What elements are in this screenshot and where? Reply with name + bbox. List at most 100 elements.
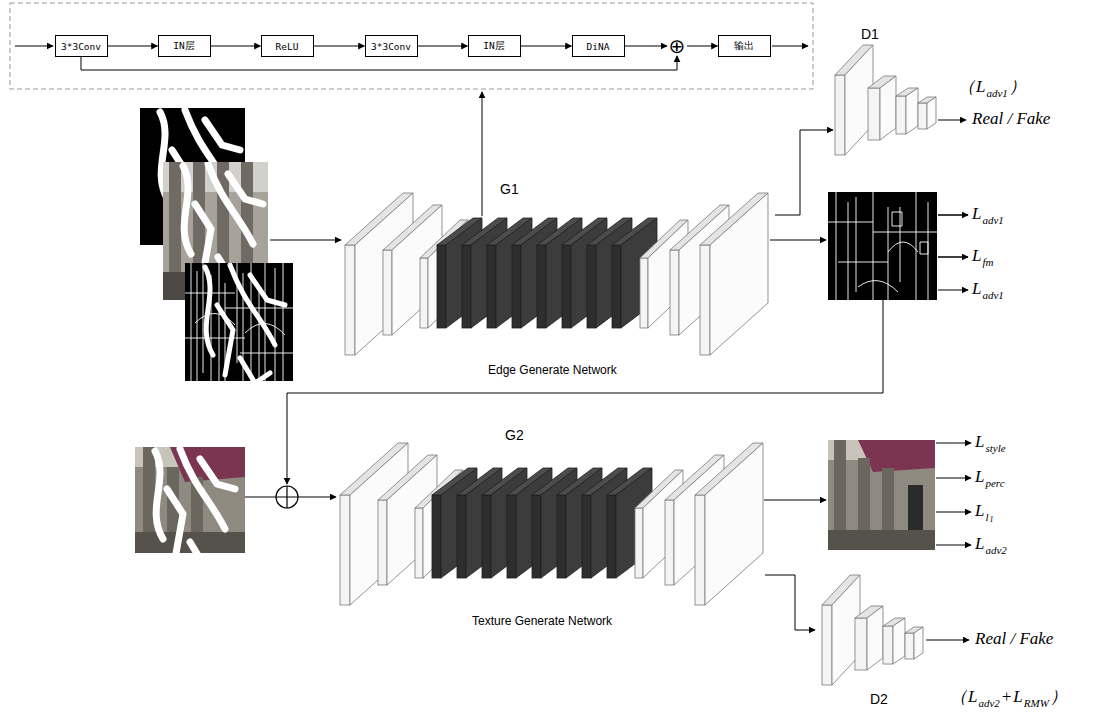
- edge-map-image: [205, 265, 285, 381]
- generator-layers: [487, 245, 496, 328]
- discriminator-layers: [868, 88, 880, 140]
- generator-layers: [345, 193, 768, 355]
- layer-box: 3*3Conv: [55, 35, 108, 57]
- connector: [211, 46, 261, 47]
- loss-subscript: adv1: [986, 87, 1007, 99]
- loss-subscript: adv2: [978, 697, 999, 709]
- network-caption: Texture Generate Network: [472, 615, 612, 628]
- image-line: [245, 497, 276, 498]
- discriminator-layers: [835, 75, 845, 155]
- connector: [775, 130, 833, 215]
- discriminator-layers: [822, 575, 923, 685]
- loss-subscript: 1: [990, 516, 994, 525]
- network-name: G1: [500, 182, 519, 197]
- loss-subscript: l: [985, 511, 988, 523]
- loss-symbol: L: [972, 247, 981, 266]
- sum-symbol: [276, 486, 298, 508]
- loss-subscript: fm: [982, 256, 993, 268]
- layer-box: DiNA: [572, 35, 625, 57]
- generator-layers: [340, 443, 763, 605]
- loss-arrow: [936, 545, 971, 546]
- loss-symbol: L: [972, 280, 981, 299]
- loss-symbol: L: [1013, 688, 1022, 707]
- result-label: Real / Fake: [972, 110, 1050, 129]
- loss-subscript: adv1: [982, 214, 1003, 226]
- loss-symbol: L: [972, 205, 981, 224]
- paren: （: [950, 688, 967, 707]
- discriminator-network: D2: [815, 565, 945, 710]
- output-arrow: [772, 46, 808, 47]
- loss-arrow: [938, 215, 968, 290]
- loss-subscript: perc: [985, 477, 1004, 489]
- result-arrow: [926, 640, 969, 641]
- connector: [687, 46, 718, 47]
- layer-label: ReLU: [276, 41, 299, 52]
- loss-arrow: [936, 512, 971, 513]
- loss-arrow: [936, 443, 971, 444]
- sum-symbol: [276, 486, 298, 508]
- generator-layers: [710, 193, 768, 355]
- connector: [765, 575, 815, 630]
- generator-layers: [562, 245, 571, 328]
- generator-layers: [670, 250, 679, 335]
- loss-symbol: L: [975, 535, 984, 554]
- result-arrow: [938, 120, 966, 121]
- edge-feed-line: [287, 300, 883, 484]
- generator-layers: [512, 245, 521, 328]
- texture-output-image: [828, 530, 935, 550]
- edge-map-image: [185, 263, 293, 381]
- connector: [625, 46, 668, 47]
- generator-layers: [420, 258, 428, 328]
- result-label: Real / Fake: [975, 630, 1053, 649]
- block-frame: [10, 3, 813, 89]
- texture-output-image: [828, 440, 935, 550]
- loss-symbol: L: [975, 502, 984, 521]
- output-box: 输出: [718, 35, 771, 57]
- input-arrow: [270, 240, 341, 241]
- loss-arrow: [936, 478, 971, 479]
- generator-layers: [383, 250, 392, 335]
- generator-layers: [612, 245, 621, 328]
- layer-label: 3*3Conv: [371, 41, 411, 52]
- loss-subscript: adv1: [982, 289, 1003, 301]
- texture-input-image: [155, 449, 235, 553]
- network-name: G2: [505, 428, 524, 443]
- loss-arrow: [938, 215, 968, 216]
- generator-layers: [587, 245, 596, 328]
- layer-label: DiNA: [587, 41, 610, 52]
- edge-output-image: [836, 192, 928, 300]
- generator-layers: [537, 245, 546, 328]
- output-label: 输出: [734, 40, 754, 53]
- edge-output-image: [828, 192, 937, 300]
- layer-label: 3*3Conv: [61, 41, 101, 52]
- discriminator-layers: [896, 96, 906, 134]
- edge-output-image: [828, 192, 937, 300]
- loss-subscript: style: [985, 442, 1005, 454]
- layer-label: IN层: [173, 40, 194, 53]
- generator-network: G1Edge Generate Network: [340, 180, 775, 380]
- generator-layers: [437, 245, 446, 328]
- loss-subscript: RMW: [1024, 697, 1049, 709]
- connector: [521, 46, 572, 47]
- plus-sign: +: [1001, 688, 1012, 707]
- sum-symbol: [276, 486, 298, 508]
- layer-box: IN层: [158, 35, 211, 57]
- discriminator-layers: [927, 97, 936, 129]
- generator-layers: [700, 245, 710, 355]
- discriminator-layers: [880, 76, 896, 140]
- generator-layers: [345, 245, 355, 355]
- layer-label: IN层: [483, 40, 504, 53]
- discriminator-layers: [918, 103, 927, 129]
- layer-box: ReLU: [261, 35, 314, 57]
- sum-node: ⊕: [667, 36, 687, 56]
- discriminator-network: D1: [833, 25, 943, 165]
- generator-network: G2Texture Generate Network: [335, 425, 765, 635]
- output-arrow: [770, 240, 826, 241]
- paren: ）: [1009, 78, 1026, 97]
- generator-layers: [462, 245, 471, 328]
- generator-layers: [640, 258, 648, 328]
- layer-box: 3*3Conv: [365, 35, 418, 57]
